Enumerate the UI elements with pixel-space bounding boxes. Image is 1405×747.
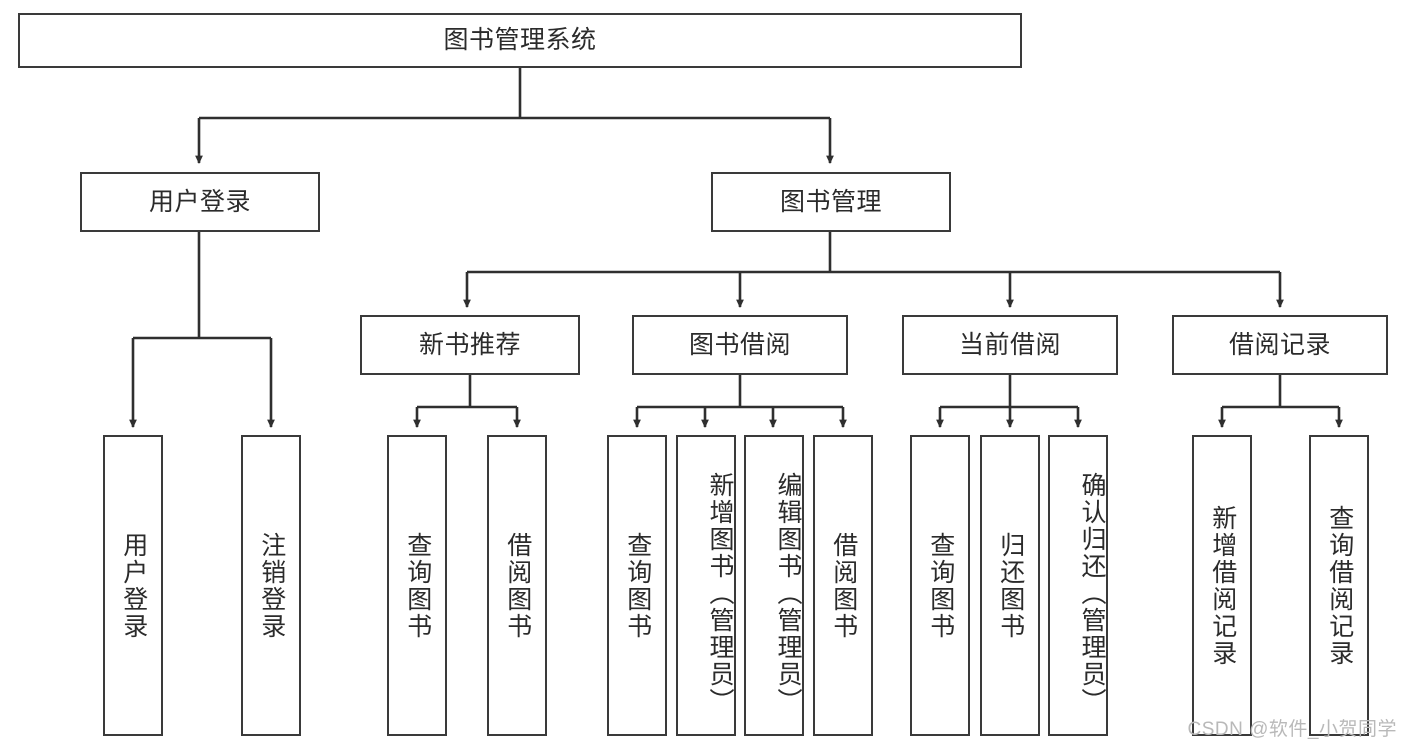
node-current-borrow[interactable]: 当前借阅 bbox=[902, 315, 1118, 375]
node-new-book-rec[interactable]: 新书推荐 bbox=[360, 315, 580, 375]
node-new-book-rec-label: 新书推荐 bbox=[418, 330, 521, 359]
node-leaf-user-login[interactable]: 用户登录 bbox=[103, 435, 163, 736]
node-leaf-borrow-book-2[interactable]: 借阅图书 bbox=[813, 435, 873, 736]
node-leaf-add-record-label: 新增借阅记录 bbox=[1208, 504, 1237, 667]
node-root[interactable]: 图书管理系统 bbox=[18, 13, 1022, 68]
node-leaf-user-login-label: 用户登录 bbox=[119, 531, 148, 640]
node-leaf-user-logout-label: 注销登录 bbox=[257, 531, 286, 640]
node-leaf-query-record[interactable]: 查询借阅记录 bbox=[1309, 435, 1369, 736]
node-leaf-user-logout[interactable]: 注销登录 bbox=[241, 435, 301, 736]
node-leaf-confirm-return[interactable]: 确认归还（管理员） bbox=[1048, 435, 1108, 736]
node-leaf-query-book-2[interactable]: 查询图书 bbox=[607, 435, 667, 736]
node-leaf-edit-book-label: 编辑图书（管理员） bbox=[774, 472, 802, 715]
node-leaf-edit-book[interactable]: 编辑图书（管理员） bbox=[744, 435, 804, 736]
node-leaf-borrow-book-1-label: 借阅图书 bbox=[503, 531, 532, 640]
node-leaf-confirm-return-label: 确认归还（管理员） bbox=[1078, 472, 1106, 715]
node-root-label: 图书管理系统 bbox=[443, 26, 597, 55]
node-book-manage-label: 图书管理 bbox=[779, 187, 882, 216]
node-leaf-return-book-label: 归还图书 bbox=[996, 531, 1025, 640]
node-leaf-query-book-3[interactable]: 查询图书 bbox=[910, 435, 970, 736]
node-leaf-add-book-label: 新增图书（管理员） bbox=[706, 472, 734, 715]
node-leaf-add-book[interactable]: 新增图书（管理员） bbox=[676, 435, 736, 736]
node-leaf-add-record[interactable]: 新增借阅记录 bbox=[1192, 435, 1252, 736]
node-book-manage[interactable]: 图书管理 bbox=[711, 172, 951, 232]
node-current-borrow-label: 当前借阅 bbox=[958, 330, 1061, 359]
node-book-borrow-label: 图书借阅 bbox=[688, 330, 791, 359]
node-book-borrow[interactable]: 图书借阅 bbox=[632, 315, 848, 375]
watermark: CSDN @软件_小贺同学 bbox=[1187, 719, 1397, 740]
node-user-login[interactable]: 用户登录 bbox=[80, 172, 320, 232]
node-leaf-query-book-3-label: 查询图书 bbox=[926, 531, 955, 640]
node-leaf-query-book-2-label: 查询图书 bbox=[623, 531, 652, 640]
node-borrow-record[interactable]: 借阅记录 bbox=[1172, 315, 1388, 375]
node-leaf-return-book[interactable]: 归还图书 bbox=[980, 435, 1040, 736]
node-leaf-borrow-book-1[interactable]: 借阅图书 bbox=[487, 435, 547, 736]
node-borrow-record-label: 借阅记录 bbox=[1228, 330, 1331, 359]
node-leaf-query-record-label: 查询借阅记录 bbox=[1325, 504, 1354, 667]
node-leaf-query-book-1-label: 查询图书 bbox=[403, 531, 432, 640]
node-leaf-query-book-1[interactable]: 查询图书 bbox=[387, 435, 447, 736]
node-user-login-label: 用户登录 bbox=[148, 187, 251, 216]
node-leaf-borrow-book-2-label: 借阅图书 bbox=[829, 531, 858, 640]
